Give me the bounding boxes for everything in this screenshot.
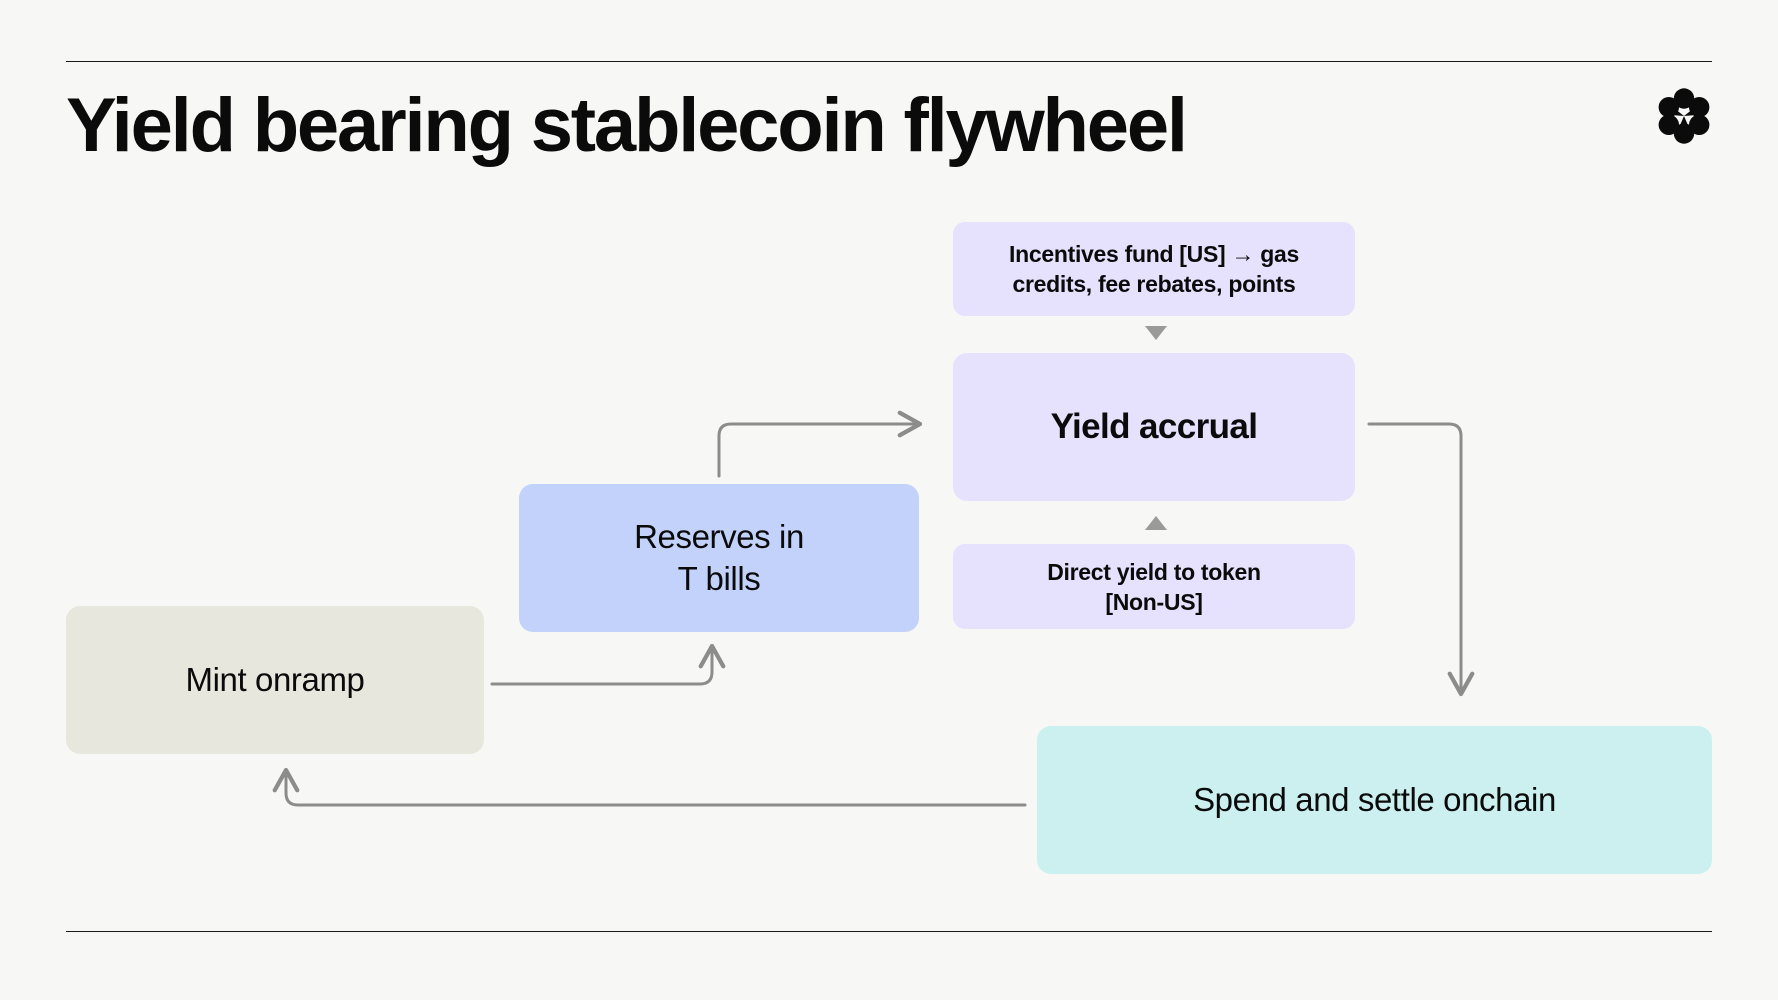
edge-spend-to-mint	[272, 767, 1027, 807]
node-yield-accrual-label: Yield accrual	[1050, 407, 1258, 446]
flower-rosette-logo-icon	[1653, 84, 1715, 146]
node-direct-yield-to-token[interactable]: Direct yield to token[Non-US]	[953, 544, 1355, 629]
node-spend-and-settle-onchain[interactable]: Spend and settle onchain	[1037, 726, 1712, 874]
node-yield-accrual[interactable]: Yield accrual	[953, 353, 1355, 501]
header-divider-top	[66, 61, 1712, 62]
node-mint-onramp-label: Mint onramp	[185, 661, 365, 698]
edge-direct-to-yield-arrow-icon	[1145, 516, 1167, 530]
node-direct-yield-to-token-label: Direct yield to token[Non-US]	[1047, 558, 1261, 615]
node-spend-and-settle-onchain-label: Spend and settle onchain	[1193, 781, 1556, 818]
node-mint-onramp[interactable]: Mint onramp	[66, 606, 484, 754]
edge-incentives-to-yield-arrow-icon	[1145, 326, 1167, 340]
edge-yield-to-spend	[1367, 422, 1475, 697]
edge-mint-to-reserves	[490, 643, 726, 686]
page-title: Yield bearing stablecoin flywheel	[66, 83, 1188, 168]
edge-reserves-to-yield	[717, 410, 923, 478]
footer-divider-bottom	[66, 931, 1712, 932]
